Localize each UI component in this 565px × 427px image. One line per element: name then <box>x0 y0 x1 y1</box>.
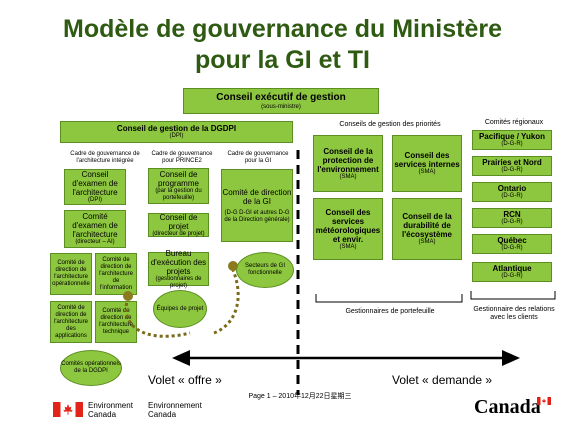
committee-applications-arch-label: Comité de direction de l'architecture de… <box>54 304 88 339</box>
volet-arrow-right-head <box>502 350 520 366</box>
gi-committee-label: Comité de direction de la GI <box>222 187 292 206</box>
committee-information-arch: Comité de direction de l'architecture de… <box>95 253 137 295</box>
page-footer: Page 1 – 2010年12月22日星期三 <box>248 393 352 400</box>
dgdpi-council-box: Conseil de gestion de la DGDPI (DPI) <box>60 121 293 143</box>
region-quebec-label: Québec <box>497 236 527 245</box>
operational-committees-label: Comités opérationnels de la DGDPI <box>61 361 121 374</box>
priority-council-meteo: Conseil des services météorologiques et … <box>313 198 383 260</box>
regional-header: Comités régionaux <box>484 119 544 126</box>
connector-dot-right <box>228 261 238 271</box>
project-teams-label: Équipes de projet <box>156 305 204 312</box>
canada-wordmark: Canada <box>474 396 541 418</box>
committee-technical-arch: Comité de direction de l'architecture te… <box>95 301 137 343</box>
bureau-box: Bureau d'exécution des projets (gestionn… <box>148 248 209 289</box>
project-council-label: Conseil de projet <box>159 212 198 231</box>
committee-applications-arch: Comité de direction de l'architecture de… <box>50 301 92 343</box>
region-atlantic: Atlantique (D-G-R) <box>472 262 552 282</box>
operational-committees-ellipse: Comités opérationnels de la DGDPI <box>60 350 122 386</box>
functional-gi-ellipse: Secteurs de GI fonctionnelle <box>236 252 294 288</box>
page-title-line1: Modèle de gouvernance du Ministère <box>63 15 502 43</box>
exam-dir-label: Comité d'examen de l'architecture <box>72 212 118 239</box>
region-quebec: Québec (D-G-R) <box>472 234 552 254</box>
region-pacific-sub: (D-G-R) <box>501 141 523 147</box>
region-rcn-sub: (D-G-R) <box>501 219 523 225</box>
committee-operational-arch-label: Comité de direction de l'architecture op… <box>52 260 90 287</box>
region-atlantic-label: Atlantique <box>492 264 532 273</box>
dotted-connector-right <box>213 269 240 335</box>
project-council-sub: (directeur de projet) <box>152 230 205 237</box>
gi-committee-sub: (D-G D-GI et autres D-G de la Direction … <box>224 209 290 223</box>
env-fr-line1: Environnement <box>148 401 202 410</box>
region-prairies: Prairies et Nord (D-G-R) <box>472 156 552 176</box>
region-pacific: Pacifique / Yukon (D-G-R) <box>472 130 552 150</box>
col-header-gi: Cadre de gouvernance pour la GI <box>227 151 289 164</box>
region-ontario: Ontario (D-G-R) <box>472 182 552 202</box>
program-council-label: Conseil de programme <box>158 170 199 188</box>
portfolio-managers-label: Gestionnaires de portefeuille <box>345 308 435 315</box>
region-rcn: RCN (D-G-R) <box>472 208 552 228</box>
wordmark-flag-icon <box>537 397 551 405</box>
project-teams-ellipse: Équipes de projet <box>153 290 207 328</box>
canada-flag-icon <box>53 402 83 417</box>
exam-dpi-sub: (DPI) <box>88 197 102 203</box>
exam-dir-sub: (directeur – AI) <box>75 239 115 245</box>
executive-council-label: Conseil exécutif de gestion <box>216 91 346 103</box>
region-pacific-label: Pacifique / Yukon <box>478 132 546 141</box>
region-rcn-label: RCN <box>503 210 521 219</box>
dgdpi-council-label: Conseil de gestion de la DGDPI <box>116 124 237 133</box>
priority-council-internal: Conseil des services internes (SMA) <box>392 135 462 192</box>
exam-dpi-label: Conseil d'examen de l'architecture <box>72 170 118 197</box>
functional-gi-label: Secteurs de GI fonctionnelle <box>244 263 286 276</box>
volet-arrow-left-head <box>172 350 190 366</box>
priority-council-environment: Conseil de la protection de l'environnem… <box>313 135 383 192</box>
region-prairies-sub: (D-G-R) <box>501 167 523 173</box>
committee-technical-arch-label: Comité de direction de l'architecture te… <box>99 308 133 335</box>
priority-council-environment-sub: (SMA) <box>339 173 357 180</box>
region-quebec-sub: (D-G-R) <box>501 245 523 251</box>
region-ontario-sub: (D-G-R) <box>501 193 523 199</box>
committee-information-arch-label: Comité de direction de l'architecture de… <box>99 256 133 291</box>
connector-dot-left <box>123 291 133 301</box>
committee-operational-arch: Comité de direction de l'architecture op… <box>50 253 92 295</box>
bureau-sub: (gestionnaires de projet) <box>155 275 202 289</box>
executive-council-sub: (sous-ministre) <box>261 103 301 110</box>
env-en-line2: Canada <box>88 410 117 419</box>
priority-council-meteo-sub: (SMA) <box>339 243 357 250</box>
priority-council-ecosystem-label: Conseil de la durabilité de l'écosystème <box>402 212 452 239</box>
region-prairies-label: Prairies et Nord <box>482 158 542 167</box>
bureau-label: Bureau d'exécution des projets <box>150 248 207 276</box>
program-council-sub: (par la gestion du portefeuille) <box>155 188 202 201</box>
client-relations-label: Gestionnaire des relations avec les clie… <box>473 306 555 321</box>
regional-bracket <box>470 291 556 300</box>
executive-council-box: Conseil exécutif de gestion (sous-minist… <box>183 88 379 114</box>
dotted-connector-left <box>124 296 191 338</box>
portfolio-bracket <box>315 294 463 303</box>
project-council-box: Conseil de projet (directeur de projet) <box>148 213 209 237</box>
priority-council-internal-sub: (SMA) <box>418 169 436 175</box>
priority-council-environment-label: Conseil de la protection de l'environnem… <box>317 146 379 174</box>
volet-demande-label: Volet « demande » <box>392 373 493 387</box>
priority-council-ecosystem: Conseil de la durabilité de l'écosystème… <box>392 198 462 260</box>
exam-dpi-box: Conseil d'examen de l'architecture (DPI) <box>64 169 126 205</box>
dgdpi-council-sub: (DPI) <box>169 133 184 139</box>
volet-offre-label: Volet « offre » <box>148 373 222 387</box>
program-council-box: Conseil de programme (par la gestion du … <box>148 168 209 204</box>
priority-council-internal-label: Conseil des services internes <box>394 151 460 169</box>
region-atlantic-sub: (D-G-R) <box>501 273 523 279</box>
page-title-line2: pour la GI et TI <box>194 46 370 74</box>
env-en-line1: Environment <box>88 401 133 410</box>
col-header-arch: Cadre de gouvernance de l'architecture i… <box>70 151 140 164</box>
priority-council-meteo-label: Conseil des services météorologiques et … <box>315 207 381 244</box>
priorities-header: Conseils de gestion des priorités <box>339 121 441 128</box>
priority-council-ecosystem-sub: (SMA) <box>418 239 436 245</box>
exam-dir-box: Comité d'examen de l'architecture (direc… <box>64 210 126 248</box>
region-ontario-label: Ontario <box>497 184 527 193</box>
gi-committee-box: Comité de direction de la GI (D-G D-GI e… <box>221 169 293 242</box>
env-fr-line2: Canada <box>148 410 177 419</box>
col-header-prince: Cadre de gouvernance pour PRINCE2 <box>151 151 213 164</box>
